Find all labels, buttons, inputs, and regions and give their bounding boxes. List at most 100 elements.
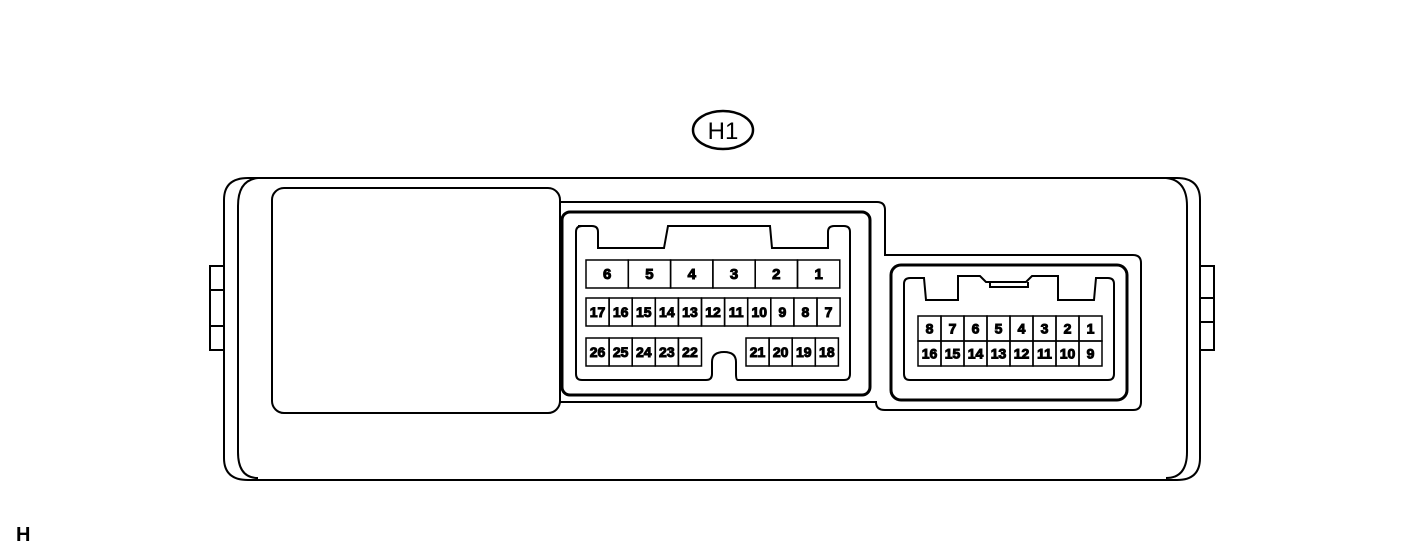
right-pin-3: 3 (1032, 315, 1057, 342)
left-pin-7: 7 (816, 297, 841, 327)
pin-number: 2 (772, 266, 780, 283)
pin-number: 8 (802, 304, 810, 320)
pin-number: 26 (590, 344, 606, 360)
left-pin-13: 13 (677, 297, 703, 327)
pin-number: 24 (636, 344, 652, 360)
corner-label: H (16, 524, 30, 546)
pin-number: 14 (968, 346, 984, 362)
left-pin-2: 2 (754, 259, 799, 289)
left-pin-26: 26 (585, 337, 610, 367)
right-pin-5: 5 (986, 315, 1011, 342)
right-pin-16: 16 (917, 340, 942, 367)
left-pin-19: 19 (791, 337, 817, 367)
left-pin-16: 16 (608, 297, 633, 327)
housing-outer-outline (223, 177, 1201, 481)
pin-cell (1078, 340, 1103, 367)
left-pin-25: 25 (608, 337, 633, 367)
right-connector-inner (903, 275, 1115, 381)
connector-step-outline (560, 201, 1142, 411)
pin-number: 21 (750, 344, 766, 360)
left-pin-12: 12 (700, 297, 726, 327)
left-connector-inner (575, 225, 851, 381)
right-connector-frame (889, 263, 1129, 402)
pin-cell (816, 297, 841, 327)
right-pin-6: 6 (963, 315, 988, 342)
ecu-housing (209, 177, 1215, 481)
pin-number: 12 (1014, 346, 1030, 362)
right-pin-15: 15 (940, 340, 965, 367)
right-pin-12: 12 (1009, 340, 1034, 367)
right-pin-14: 14 (963, 340, 988, 367)
pin-number: 12 (705, 304, 721, 320)
pin-cell (677, 337, 703, 367)
right-pin-7: 7 (940, 315, 965, 342)
pin-number: 6 (603, 266, 611, 283)
left-connector-frame (560, 210, 872, 397)
pin-number: 3 (730, 266, 738, 283)
pin-number: 4 (688, 266, 697, 283)
pin-number: 1 (1087, 321, 1095, 337)
blank-plate (271, 187, 561, 414)
left-pin-1: 1 (796, 259, 841, 289)
pin-cell (814, 337, 840, 367)
pin-number: 16 (613, 304, 629, 320)
pin-number: 11 (1037, 346, 1052, 362)
left-pin-21: 21 (745, 337, 770, 367)
left-pin-22: 22 (677, 337, 703, 367)
right-pin-9: 9 (1078, 340, 1103, 367)
pin-number: 10 (751, 304, 767, 320)
right-pin-10: 10 (1055, 340, 1080, 367)
pin-number: 7 (949, 321, 957, 337)
left-pin-8: 8 (793, 297, 818, 327)
pin-number: 7 (825, 304, 833, 320)
pin-number: 5 (645, 266, 653, 283)
pin-number: 8 (926, 321, 934, 337)
pin-number: 15 (945, 346, 961, 362)
right-pin-11: 11 (1032, 340, 1057, 367)
right-pin-4: 4 (1009, 315, 1034, 342)
connector-id-oval (691, 109, 755, 151)
pin-number: 13 (682, 304, 698, 320)
right-connector-latch (989, 282, 1029, 288)
pin-number: 23 (659, 344, 675, 360)
pin-cell (796, 259, 841, 289)
pin-number: 2 (1064, 321, 1072, 337)
left-pin-14: 14 (654, 297, 680, 327)
pin-number: 16 (922, 346, 938, 362)
pin-number: 13 (991, 346, 1007, 362)
left-pin-5: 5 (627, 259, 672, 289)
right-mount-tab (1200, 265, 1215, 351)
left-pin-23: 23 (654, 337, 680, 367)
left-pin-3: 3 (712, 259, 756, 289)
pin-number: 15 (636, 304, 652, 320)
left-pin-15: 15 (631, 297, 657, 327)
connector-id-badge: H1 (691, 109, 755, 151)
pin-number: 5 (995, 321, 1003, 337)
left-pin-9: 9 (770, 297, 795, 327)
pin-number: 1 (814, 266, 822, 283)
left-pin-11: 11 (723, 297, 749, 327)
left-pin-4: 4 (669, 259, 714, 289)
pin-number: 18 (819, 344, 835, 360)
pin-number: 4 (1018, 321, 1026, 337)
right-pin-8: 8 (917, 315, 942, 342)
pin-number: 19 (796, 344, 812, 360)
pin-number: 20 (773, 344, 789, 360)
right-pin-2: 2 (1055, 315, 1080, 342)
right-pin-1: 1 (1078, 315, 1103, 342)
pin-number: 22 (682, 344, 698, 360)
pin-number: 14 (659, 304, 675, 320)
right-pin-13: 13 (986, 340, 1011, 367)
pin-number: 3 (1041, 321, 1049, 337)
pin-number: 6 (972, 321, 980, 337)
left-pin-18: 18 (814, 337, 840, 367)
pin-number: 10 (1060, 346, 1076, 362)
pin-number: 17 (590, 304, 606, 320)
pin-number: 9 (778, 304, 786, 320)
housing-inner-outline (237, 177, 1188, 479)
left-pin-17: 17 (585, 297, 610, 327)
left-pin-6: 6 (585, 259, 630, 289)
